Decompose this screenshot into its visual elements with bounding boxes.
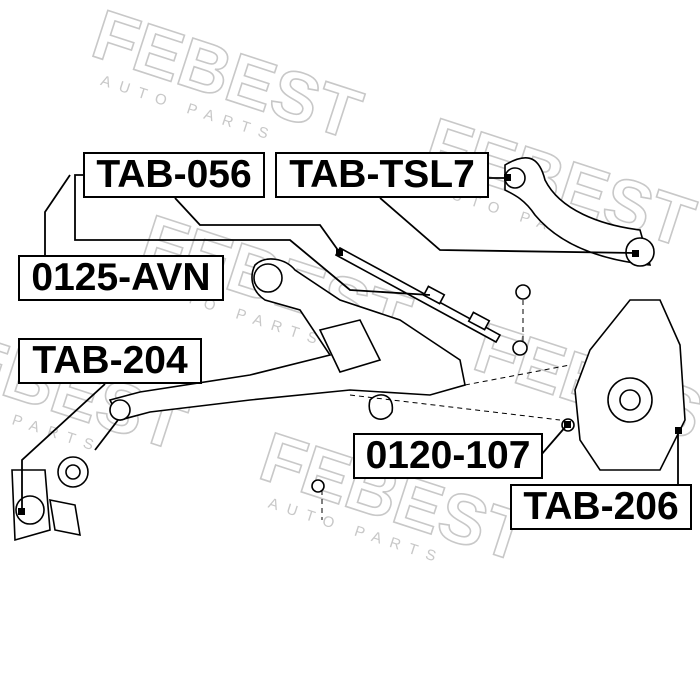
part-label-0120-107: 0120-107 (353, 433, 543, 479)
dashed-guides (321, 300, 571, 520)
part-label-tab-204: TAB-204 (18, 338, 202, 384)
part-label-tab-056: TAB-056 (83, 152, 265, 198)
marker-squares (18, 174, 682, 515)
upper-control-arm (504, 157, 655, 267)
part-label-tab-tsl7: TAB-TSL7 (275, 152, 489, 198)
part-label-tab-206: TAB-206 (510, 484, 692, 530)
part-label-0125-avn: 0125-AVN (18, 255, 224, 301)
lower-trailing-arm (94, 258, 466, 451)
svg-text:FEBEST: FEBEST (84, 0, 371, 154)
knuckle (561, 299, 686, 471)
leader-lines (21, 174, 679, 512)
